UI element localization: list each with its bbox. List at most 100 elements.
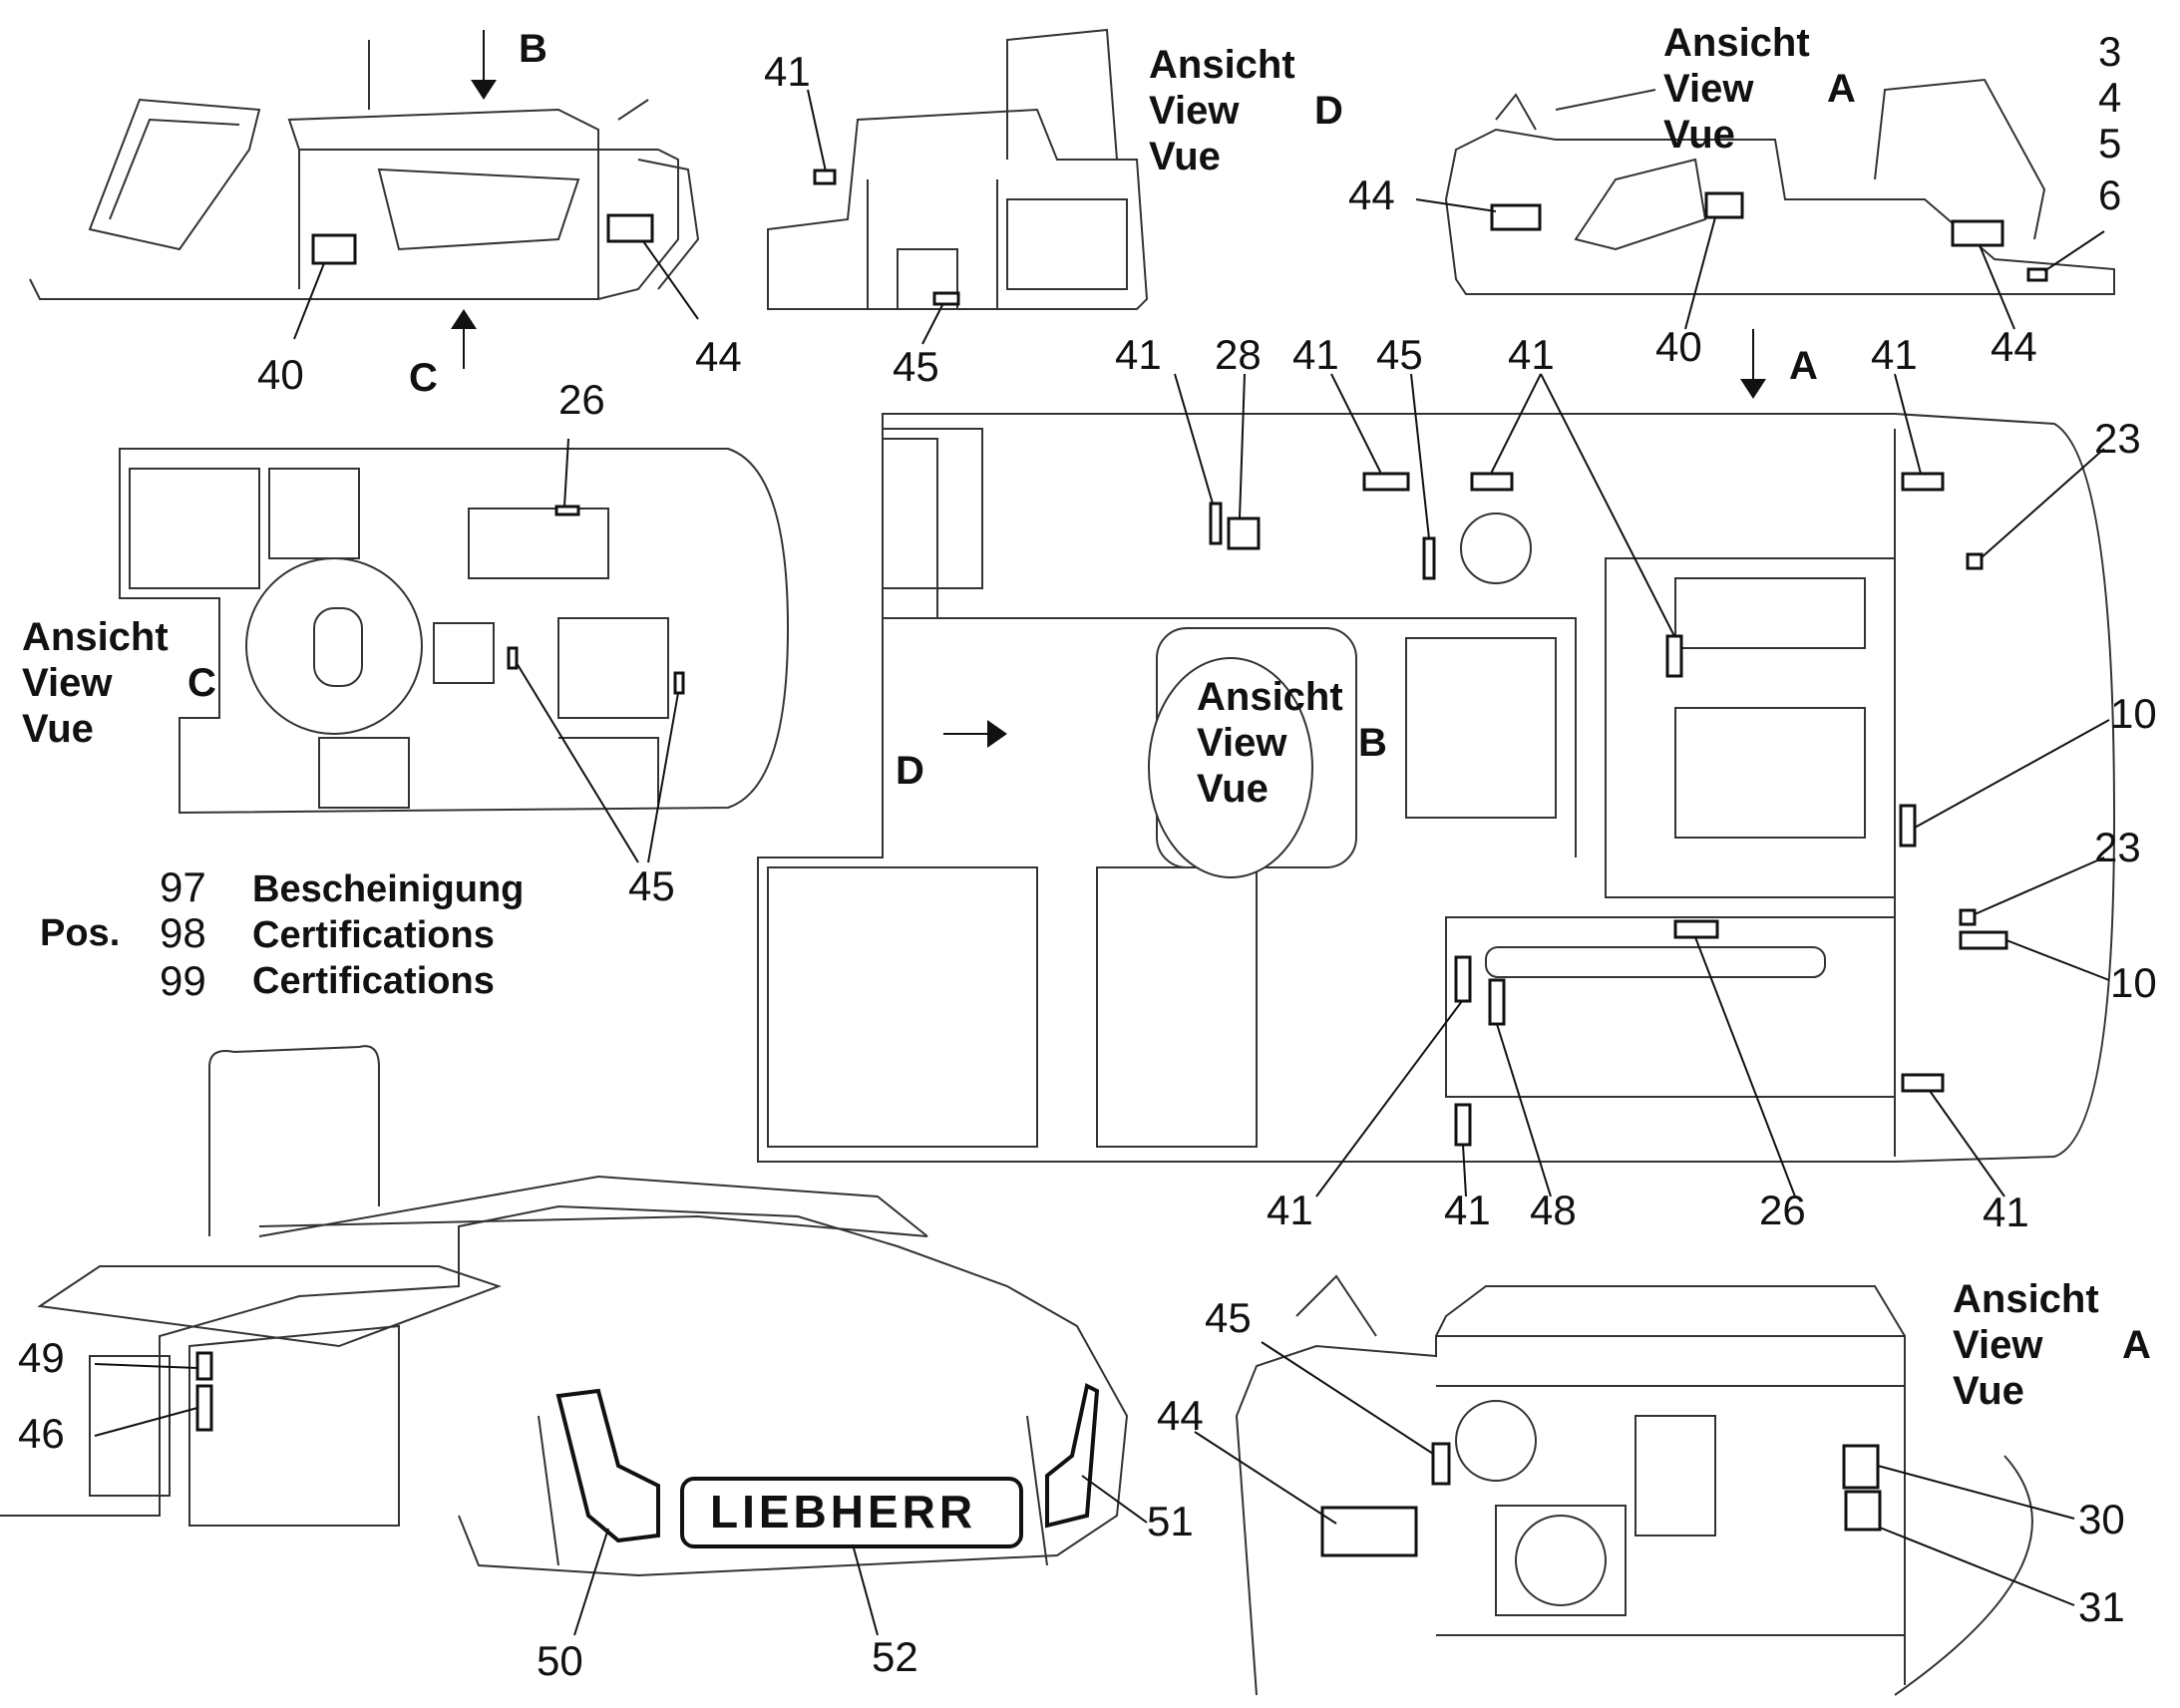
label-41-top-d bbox=[1665, 634, 1683, 678]
label-23-bottom bbox=[1959, 908, 1977, 926]
view-a-bottom-vue: Vue bbox=[1953, 1369, 2024, 1413]
callout-41-top-b: 41 bbox=[1292, 331, 1339, 378]
liebherr-logo-plate bbox=[680, 1477, 1023, 1548]
view-a-top-letter: A bbox=[1827, 67, 1856, 111]
callout-44-view-a: 44 bbox=[1348, 171, 1395, 218]
callout-3: 3 bbox=[2098, 28, 2121, 75]
callout-40-view-a: 40 bbox=[1655, 323, 1702, 370]
label-41-view-d bbox=[813, 169, 837, 185]
callout-45-view-d: 45 bbox=[893, 343, 939, 390]
view-b-ansicht: Ansicht bbox=[1197, 675, 1343, 719]
pos-98-text: Certifications bbox=[252, 914, 495, 956]
callout-44b-view-a: 44 bbox=[1991, 323, 2037, 370]
label-10-top-b bbox=[1959, 930, 2008, 950]
light-left-50 bbox=[555, 1388, 660, 1543]
pos-label: Pos. bbox=[40, 912, 120, 954]
side-view-left bbox=[29, 30, 700, 369]
label-45b-view-c bbox=[673, 671, 685, 695]
view-c-ansicht: Ansicht bbox=[22, 615, 169, 659]
callout-41-top-e: 41 bbox=[1871, 331, 1918, 378]
view-d-ansicht: Ansicht bbox=[1149, 43, 1295, 87]
pos-98-number: 98 bbox=[160, 909, 206, 956]
callout-28: 28 bbox=[1215, 331, 1262, 378]
position-list: 97 Bescheinigung Pos. 98 Certifications … bbox=[40, 863, 524, 1004]
callout-4: 4 bbox=[2098, 74, 2121, 121]
label-41-top-b bbox=[1362, 472, 1410, 492]
label-28 bbox=[1227, 516, 1261, 550]
view-d-view: View bbox=[1149, 89, 1240, 133]
label-41-top-a bbox=[1209, 502, 1223, 545]
callout-49: 49 bbox=[18, 1334, 65, 1381]
arrow-label-b: B bbox=[519, 27, 547, 71]
callout-10-top-a: 10 bbox=[2110, 690, 2157, 737]
label-49 bbox=[195, 1351, 213, 1381]
label-45-view-d bbox=[932, 291, 960, 306]
callout-45-view-a-bottom: 45 bbox=[1205, 1294, 1252, 1341]
view-d-vue: Vue bbox=[1149, 135, 1221, 178]
view-c-vue: Vue bbox=[22, 707, 94, 751]
light-right-51 bbox=[1045, 1383, 1100, 1529]
label-45a-view-c bbox=[507, 646, 519, 670]
label-41-top-h bbox=[1901, 1073, 1945, 1093]
label-31 bbox=[1844, 1490, 1882, 1532]
callout-44-view-a-bottom: 44 bbox=[1157, 1392, 1204, 1439]
view-a-bottom-drawing bbox=[1194, 1274, 2075, 1696]
label-41-top-f bbox=[1454, 955, 1472, 1003]
pos-97-text: Bescheinigung bbox=[252, 868, 524, 910]
callout-23-top: 23 bbox=[2094, 415, 2141, 462]
callout-41-top-a: 41 bbox=[1115, 331, 1162, 378]
perspective-view bbox=[0, 1045, 1148, 1636]
callout-40: 40 bbox=[257, 351, 304, 398]
callout-51: 51 bbox=[1147, 1498, 1194, 1544]
label-30 bbox=[1842, 1444, 1880, 1490]
label-41-top-e bbox=[1901, 472, 1945, 492]
label-48 bbox=[1488, 978, 1506, 1026]
label-44b-view-a bbox=[1951, 219, 2004, 247]
callout-52: 52 bbox=[872, 1633, 918, 1680]
view-a-bottom-letter: A bbox=[2122, 1323, 2151, 1367]
view-a-top-drawing bbox=[1415, 78, 2115, 399]
label-44-view-a bbox=[1490, 203, 1542, 231]
callout-45-top: 45 bbox=[1376, 331, 1423, 378]
callout-50: 50 bbox=[537, 1637, 583, 1684]
liebherr-logo-text: LIEBHERR bbox=[710, 1486, 976, 1537]
view-d-letter: D bbox=[1314, 89, 1343, 133]
label-45-top bbox=[1422, 536, 1436, 580]
pos-99-number: 99 bbox=[160, 957, 206, 1004]
callout-6: 6 bbox=[2098, 171, 2121, 218]
view-b-letter: B bbox=[1358, 721, 1387, 765]
label-44-view-a-bottom bbox=[1320, 1506, 1418, 1557]
callout-10-top-b: 10 bbox=[2110, 959, 2157, 1006]
label-40-side bbox=[311, 233, 357, 265]
callout-23-bottom: 23 bbox=[2094, 824, 2141, 870]
label-26-top bbox=[1673, 919, 1719, 939]
callout-41-top-g: 41 bbox=[1444, 1187, 1491, 1233]
view-c-drawing bbox=[119, 438, 790, 863]
callout-41-top-h: 41 bbox=[1983, 1189, 2029, 1235]
callout-26-top: 26 bbox=[1759, 1187, 1806, 1233]
label-40-view-a bbox=[1704, 191, 1744, 219]
label-44-side bbox=[606, 213, 654, 243]
callout-26-view-c: 26 bbox=[558, 376, 605, 423]
arrow-label-a: A bbox=[1789, 344, 1818, 388]
label-45-view-a bbox=[1431, 1442, 1451, 1486]
pos-99-text: Certifications bbox=[252, 960, 495, 1002]
callout-46: 46 bbox=[18, 1410, 65, 1457]
label-6-view-a bbox=[2026, 267, 2048, 282]
view-a-top-ansicht: Ansicht bbox=[1663, 21, 1810, 65]
callout-30: 30 bbox=[2078, 1496, 2125, 1542]
label-46 bbox=[195, 1384, 213, 1432]
callout-5: 5 bbox=[2098, 120, 2121, 167]
main-top-view bbox=[757, 373, 2116, 1197]
view-a-bottom-view: View bbox=[1953, 1323, 2043, 1367]
label-41-top-g bbox=[1454, 1103, 1472, 1147]
callout-48: 48 bbox=[1530, 1187, 1577, 1233]
callout-45-view-c: 45 bbox=[628, 862, 675, 909]
callout-41-top-c: 41 bbox=[1508, 331, 1555, 378]
view-b-vue: Vue bbox=[1197, 767, 1269, 811]
callout-31: 31 bbox=[2078, 1583, 2125, 1630]
view-a-top-vue: Vue bbox=[1663, 113, 1735, 157]
label-26-view-c bbox=[554, 505, 580, 516]
callout-44: 44 bbox=[695, 333, 742, 380]
